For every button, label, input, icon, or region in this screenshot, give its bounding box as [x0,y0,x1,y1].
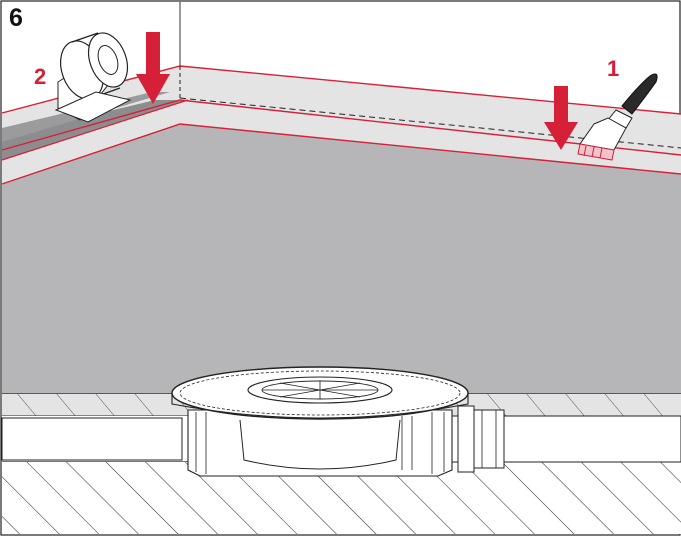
membrane-floor-edge [1,123,681,185]
arrow-down-icon-1 [544,86,578,150]
paint-brush-icon [577,73,658,161]
sealing-tape-roll-icon [54,32,132,123]
arrow-down-icon-2 [136,32,170,104]
floor-surface [2,124,681,394]
tape-edge [1,99,189,161]
wall-floor-dashed-line [179,97,681,149]
membrane-mid-edge [1,99,681,156]
wall-upstand [2,66,681,155]
step-number: 6 [9,4,23,32]
callout-label-2: 2 [34,64,47,89]
floor-edge-band [2,100,681,184]
drain-pipe [1,405,681,473]
floor-drain [171,366,469,477]
callout-label-1: 1 [607,56,620,81]
